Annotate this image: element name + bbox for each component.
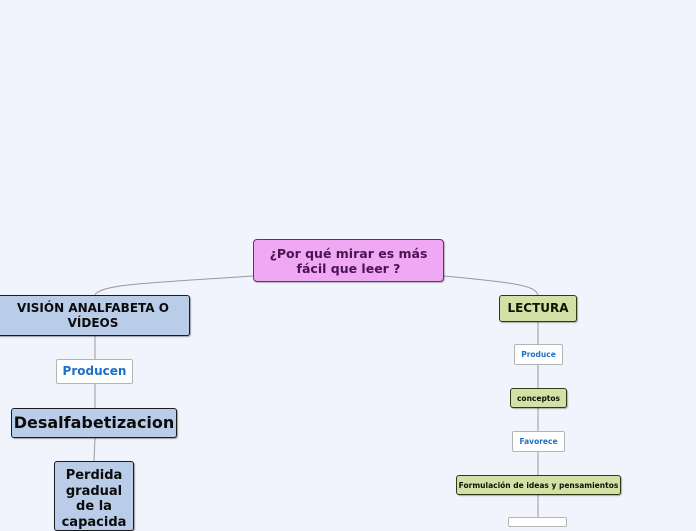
- topic-lectura-label: LECTURA: [507, 301, 569, 316]
- link-label-producen[interactable]: Producen: [56, 359, 133, 384]
- topic-perdida-gradual[interactable]: Perdida gradual de la capacida: [54, 461, 134, 531]
- link-label-favorece-text: Favorece: [519, 437, 558, 446]
- topic-lectura[interactable]: LECTURA: [499, 295, 577, 322]
- link-label-favorece[interactable]: Favorece: [512, 431, 565, 452]
- topic-conceptos[interactable]: conceptos: [510, 388, 567, 408]
- root-topic[interactable]: ¿Por qué mirar es más fácil que leer ?: [253, 239, 444, 282]
- root-topic-label: ¿Por qué mirar es más fácil que leer ?: [269, 245, 428, 276]
- topic-formulacion-ideas[interactable]: Formulación de ideas y pensamientos: [456, 475, 621, 495]
- link-label-producen-text: Producen: [62, 364, 127, 379]
- topic-vision-analfabeta-label: VISIÓN ANALFABETA O VÍDEOS: [17, 301, 169, 330]
- link-label-partial[interactable]: [508, 517, 567, 527]
- connector-root-vision: [94, 275, 254, 296]
- connector-root-lectura: [443, 275, 539, 296]
- topic-formulacion-ideas-label: Formulación de ideas y pensamientos: [458, 480, 619, 490]
- connector-lines: [93, 275, 539, 517]
- topic-desalfabetizacion[interactable]: Desalfabetizacion: [11, 408, 177, 438]
- topic-vision-analfabeta[interactable]: VISIÓN ANALFABETA O VÍDEOS: [0, 295, 190, 336]
- topic-desalfabetizacion-label: Desalfabetizacion: [13, 413, 175, 433]
- link-label-produce[interactable]: Produce: [514, 344, 563, 365]
- link-label-produce-text: Produce: [521, 350, 556, 359]
- topic-conceptos-label: conceptos: [516, 393, 561, 403]
- topic-perdida-gradual-label: Perdida gradual de la capacida: [61, 468, 127, 530]
- connector-desalf-perdida: [93, 437, 96, 462]
